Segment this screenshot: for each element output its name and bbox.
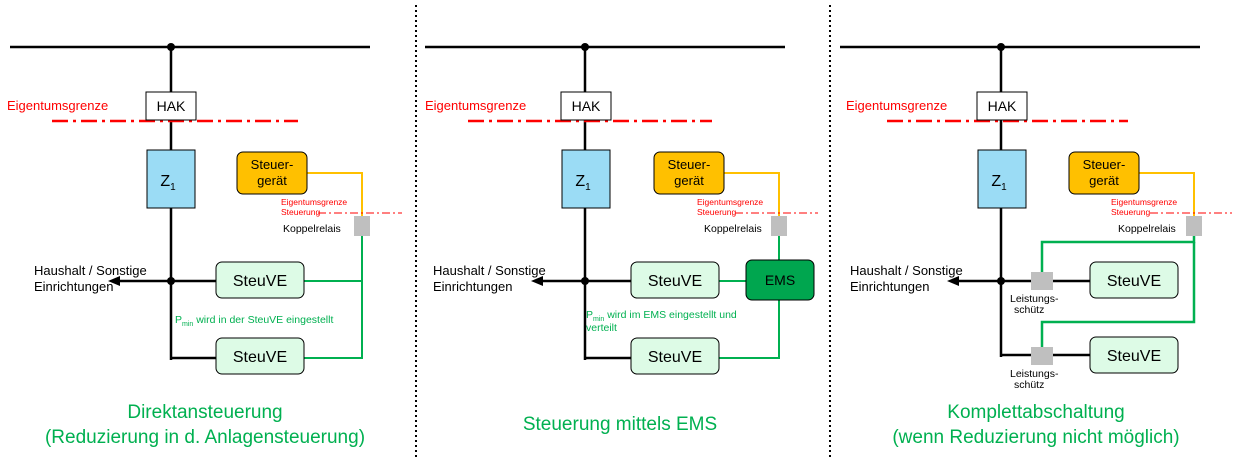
eg-steuerung-label-2: Steuerung <box>281 207 320 217</box>
eigentumsgrenze-label: Eigentumsgrenze <box>846 98 947 113</box>
control-loop-bottom <box>1040 242 1196 347</box>
leistungsschuetz-top-label-1: Leistungs- <box>1010 293 1059 305</box>
haushalt-label-1: Haushalt / Sonstige <box>433 263 546 278</box>
koppelrelais-label: Koppelrelais <box>704 223 762 235</box>
control-line <box>304 236 363 359</box>
haushalt-label-2: Einrichtungen <box>433 279 513 294</box>
meter-z1-label: Z1 <box>160 173 176 193</box>
steuerve-bottom <box>215 337 305 375</box>
household-arrow <box>947 276 959 286</box>
panel-direktansteuerung: Eigentumsgrenze HAK Z1 Steuer- gerät Eig… <box>7 43 402 448</box>
steuergeraet-label-1: Steuer- <box>1083 157 1126 172</box>
steuerve-top-label: SteuVE <box>1107 273 1161 290</box>
steuerve-bottom <box>1089 336 1179 374</box>
meter-z1-label: Z1 <box>991 173 1007 193</box>
haushalt-label-2: Einrichtungen <box>34 279 114 294</box>
hak-box <box>560 91 612 121</box>
meter-z1 <box>977 149 1027 209</box>
pmin-note-2: verteilt <box>586 322 617 334</box>
ems-label: EMS <box>765 272 795 288</box>
meter-z1 <box>561 149 611 209</box>
pmin-note: Pmin wird in der SteuVE eingestellt <box>175 314 333 328</box>
hak-label: HAK <box>157 98 186 114</box>
panel-komplettabschaltung: Eigentumsgrenze HAK Z1 Steuer- gerät Eig… <box>840 43 1232 448</box>
steuergeraet-label-2: gerät <box>257 173 287 188</box>
leistungsschuetz-top-label-2: schütz <box>1014 304 1044 316</box>
hak-box <box>145 91 197 121</box>
eg-steuerung-label-1: Eigentumsgrenze <box>697 197 763 207</box>
eigentumsgrenze-label: Eigentumsgrenze <box>425 98 526 113</box>
eg-steuerung-label-1: Eigentumsgrenze <box>1111 197 1177 207</box>
panel-ems: Eigentumsgrenze HAK Z1 Steuer- gerät Eig… <box>425 43 818 435</box>
leistungsschuetz-top <box>1031 272 1053 290</box>
caption-line-1: Direktansteuerung <box>127 402 282 423</box>
steuerve-bottom <box>630 337 720 375</box>
signal-line <box>1138 172 1195 216</box>
steuerve-top-label: SteuVE <box>648 273 702 290</box>
steuergeraet-label-1: Steuer- <box>668 157 711 172</box>
haushalt-label-2: Einrichtungen <box>850 279 930 294</box>
haushalt-label-1: Haushalt / Sonstige <box>850 263 963 278</box>
caption-line-1: Steuerung mittels EMS <box>523 414 717 435</box>
eigentumsgrenze-label: Eigentumsgrenze <box>7 98 108 113</box>
koppelrelais <box>771 216 787 236</box>
meter-z1-label: Z1 <box>575 173 591 193</box>
caption-line-2: (wenn Reduzierung nicht möglich) <box>892 427 1179 448</box>
signal-line <box>724 172 780 216</box>
control-loop-top <box>1040 236 1196 272</box>
household-arrow <box>531 276 543 286</box>
signal-line <box>307 172 363 216</box>
leistungsschuetz-bottom <box>1031 347 1053 365</box>
meter-z1 <box>146 149 196 209</box>
caption-line-1: Komplettabschaltung <box>947 402 1124 423</box>
ems-box <box>745 259 815 301</box>
eg-steuerung-label-2: Steuerung <box>697 207 736 217</box>
steuerve-bottom-label: SteuVE <box>1107 348 1161 365</box>
steuerve-bottom-label: SteuVE <box>233 349 287 366</box>
pmin-note-1: Pmin wird im EMS eingestellt und <box>586 309 737 323</box>
household-arrow <box>108 276 120 286</box>
leistungsschuetz-bottom-label-2: schütz <box>1014 379 1044 391</box>
haushalt-label-1: Haushalt / Sonstige <box>34 263 147 278</box>
steuerve-top <box>630 261 720 299</box>
koppelrelais-label: Koppelrelais <box>1118 223 1176 235</box>
caption-line-2: (Reduzierung in d. Anlagensteuerung) <box>45 427 365 448</box>
hak-label: HAK <box>572 98 601 114</box>
steuerve-bottom-label: SteuVE <box>648 349 702 366</box>
koppelrelais <box>1186 216 1202 236</box>
steuerve-top <box>215 261 305 299</box>
steuerve-top <box>1089 261 1179 299</box>
steuergeraet-box <box>236 151 308 195</box>
steuergeraet-label-1: Steuer- <box>251 157 294 172</box>
hak-box <box>976 91 1028 121</box>
steuerve-top-label: SteuVE <box>233 273 287 290</box>
ems-to-steuerve-bottom <box>719 300 780 359</box>
koppelrelais-label: Koppelrelais <box>283 223 341 235</box>
leistungsschuetz-bottom-label-1: Leistungs- <box>1010 368 1059 380</box>
eg-steuerung-label-1: Eigentumsgrenze <box>281 197 347 207</box>
koppelrelais <box>354 216 370 236</box>
steuergeraet-label-2: gerät <box>674 173 704 188</box>
steuergeraet-box <box>653 151 725 195</box>
steuergeraet-box <box>1068 151 1140 195</box>
steuergeraet-label-2: gerät <box>1089 173 1119 188</box>
eg-steuerung-label-2: Steuerung <box>1111 207 1150 217</box>
hak-label: HAK <box>988 98 1017 114</box>
